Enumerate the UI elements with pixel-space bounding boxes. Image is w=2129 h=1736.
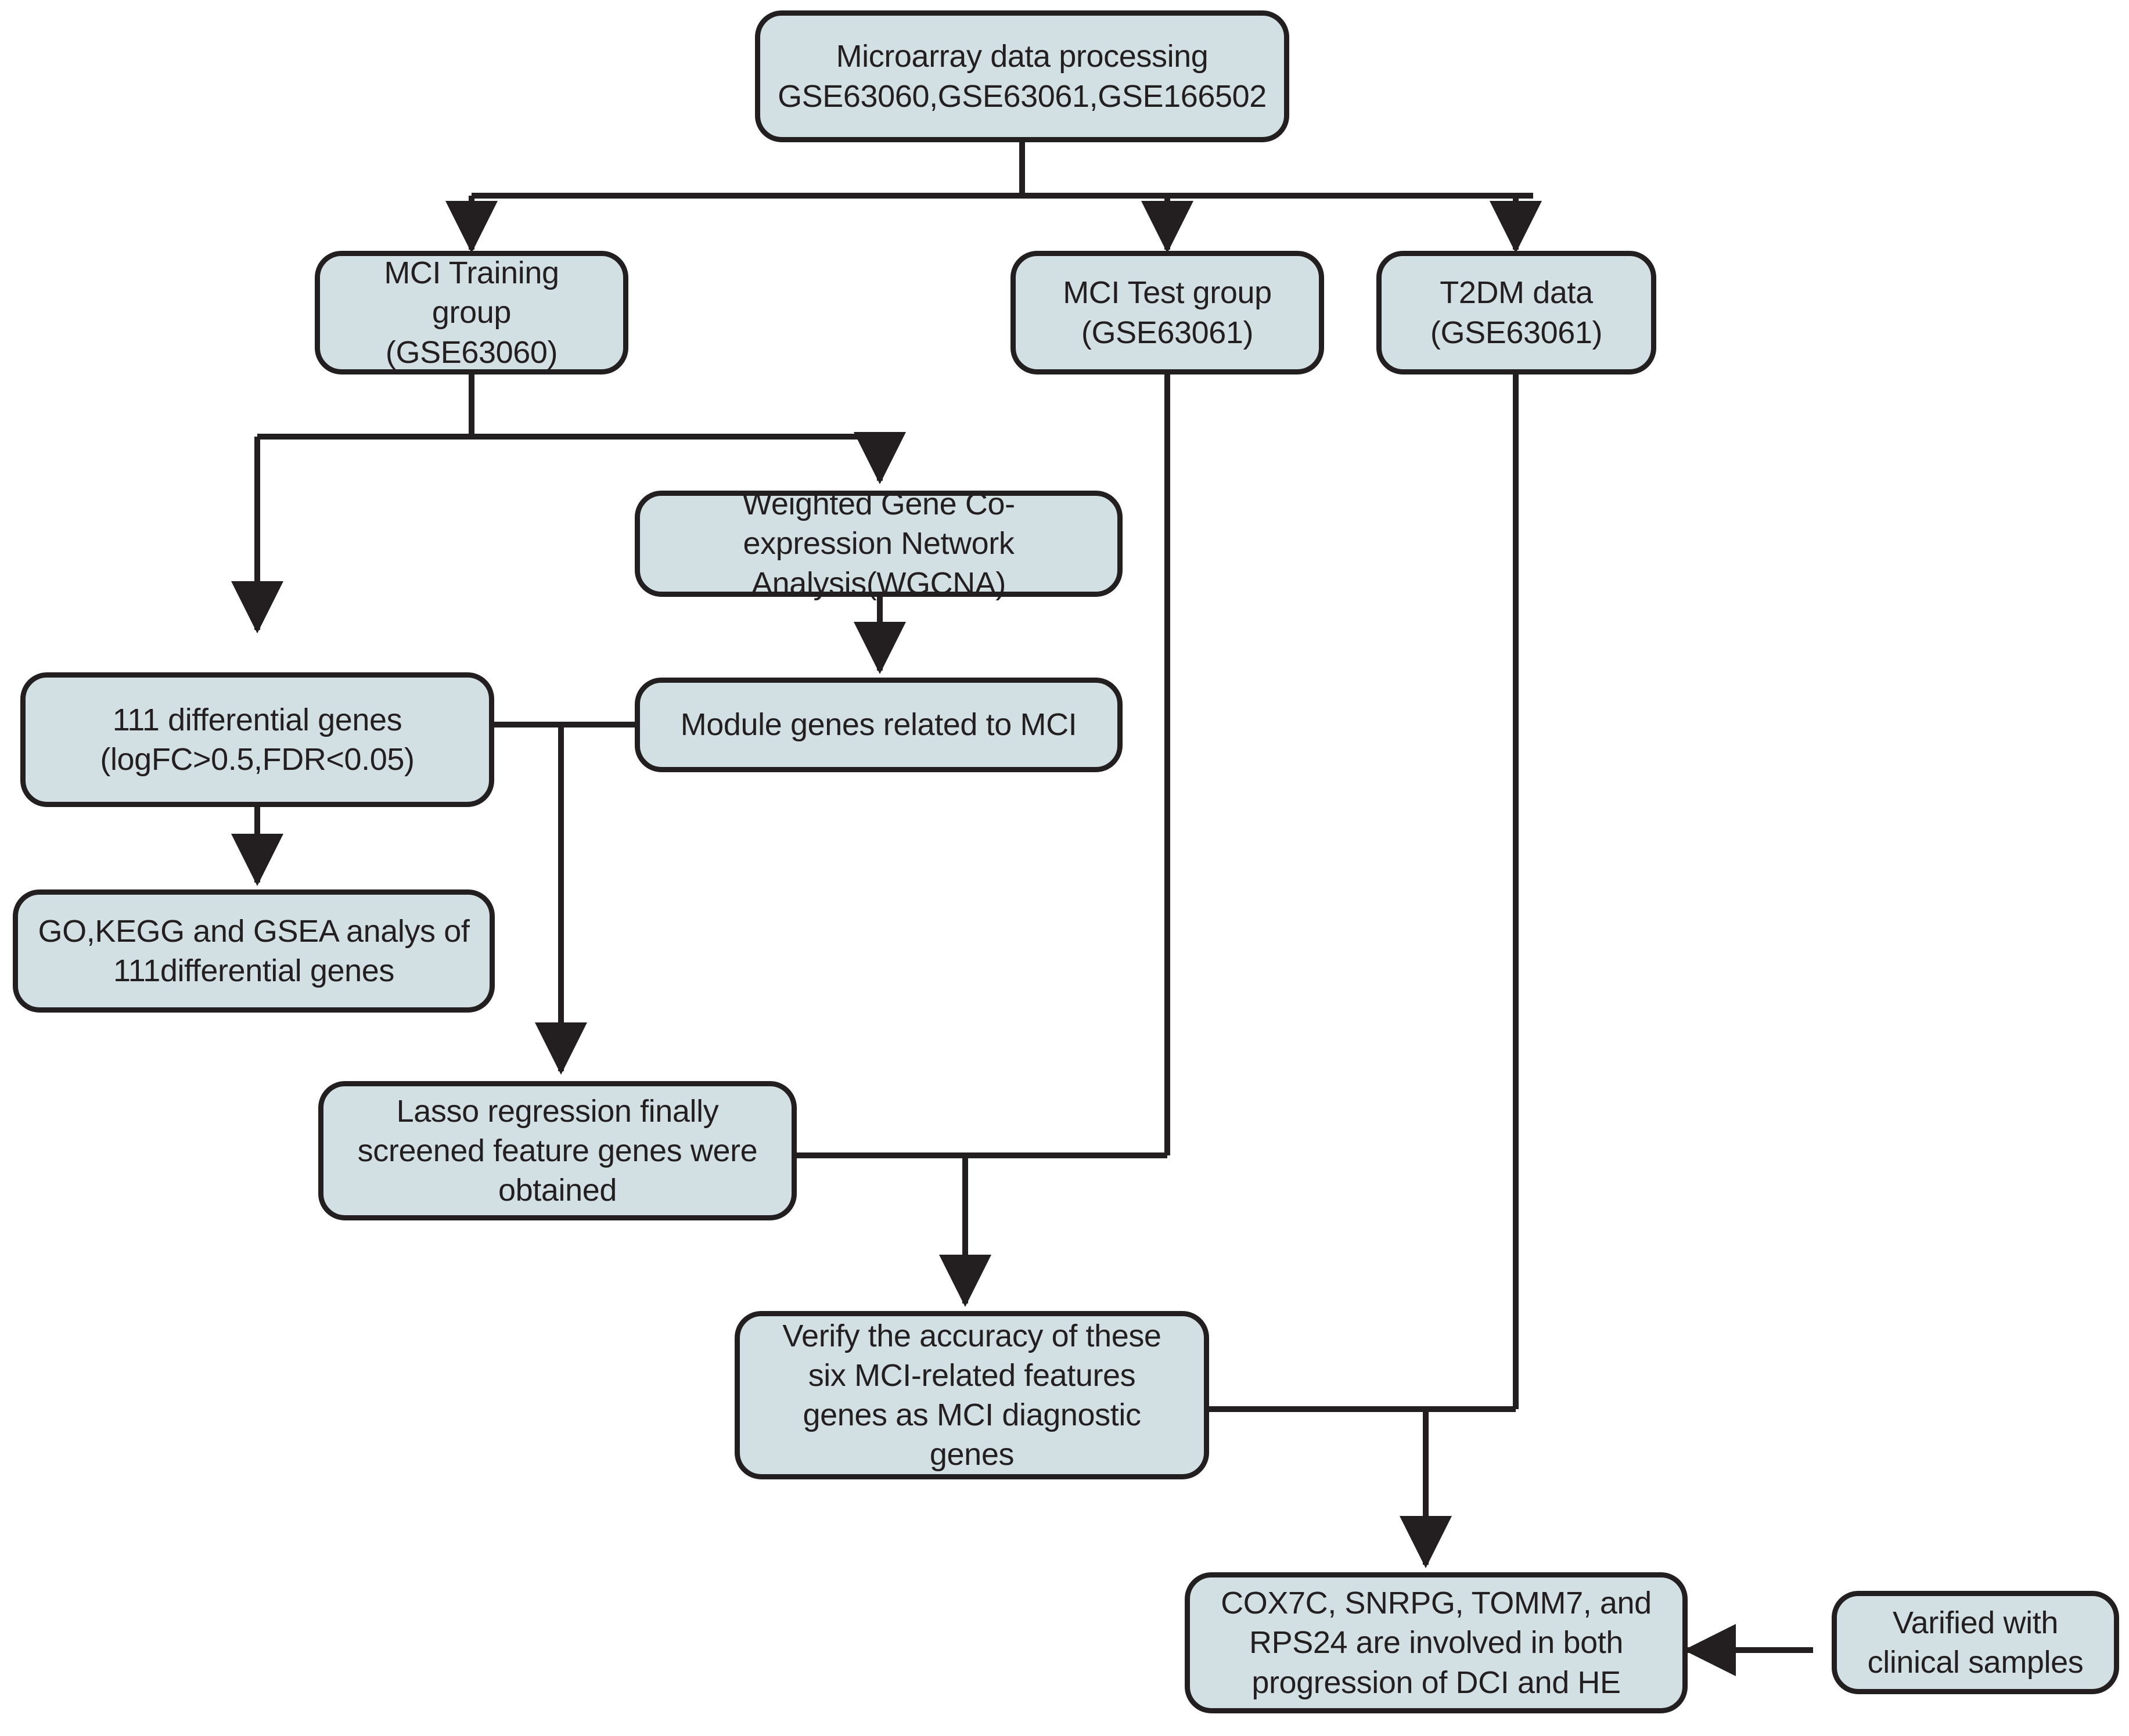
node-wgcna[interactable]: Weighted Gene Co- expression Network Ana… [635, 487, 1123, 601]
node-diff-genes[interactable]: 111 differential genes (logFC>0.5,FDR<0.… [20, 672, 494, 807]
node-mci-training[interactable]: MCI Training group (GSE63060) [315, 251, 628, 374]
node-lasso[interactable]: Lasso regression finally screened featur… [318, 1081, 797, 1220]
node-clinical-samples[interactable]: Varified with clinical samples [1832, 1591, 2119, 1694]
node-t2dm[interactable]: T2DM data (GSE63061) [1376, 251, 1656, 374]
node-result-genes[interactable]: COX7C, SNRPG, TOMM7, and RPS24 are invol… [1185, 1572, 1688, 1713]
node-verify[interactable]: Verify the accuracy of these six MCI-rel… [735, 1311, 1209, 1479]
node-module-genes[interactable]: Module genes related to MCI [635, 678, 1123, 772]
node-microarray[interactable]: Microarray data processing GSE63060,GSE6… [755, 10, 1289, 142]
node-mci-test[interactable]: MCI Test group (GSE63061) [1010, 251, 1324, 374]
node-go-kegg[interactable]: GO,KEGG and GSEA analys of 111differenti… [13, 889, 495, 1013]
